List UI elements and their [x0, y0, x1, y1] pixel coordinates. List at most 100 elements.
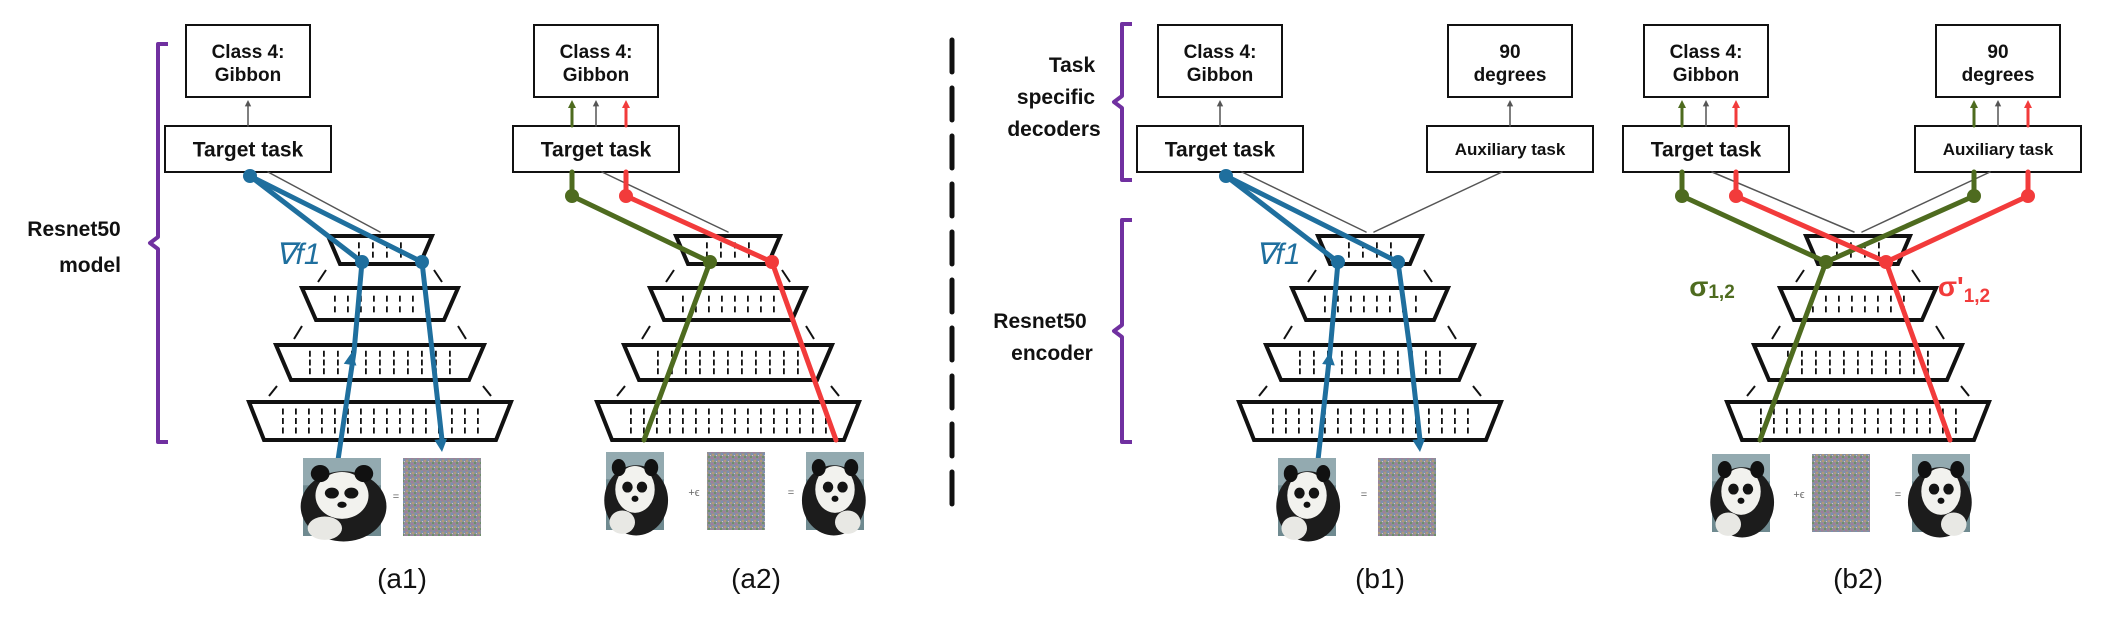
a2-encoder-dot — [734, 418, 736, 424]
a1-gradient-label: ∇f1 — [275, 238, 320, 271]
a1-encoder-dot — [295, 418, 297, 424]
a2-encoder-dot — [695, 427, 697, 434]
a1-encoder-dot — [360, 408, 362, 415]
b2-encoder-dot — [1885, 350, 1887, 357]
resnet-encoder-label-2: encoder — [1011, 342, 1093, 365]
a2-encoder-side-left — [616, 385, 626, 397]
b1-encoder-dot — [1402, 418, 1404, 424]
a1-encoder-dot — [399, 408, 401, 415]
a1-encoder-dot — [282, 408, 284, 415]
a2-encoder-dot — [643, 427, 645, 434]
a1-encoder-dot — [464, 418, 466, 424]
a2-encoder-dot — [669, 427, 671, 434]
b2-encoder-dot — [1929, 427, 1931, 434]
b1-auxiliary-task-box — [1426, 125, 1594, 173]
a2-encoder-dot — [783, 350, 785, 357]
b2-encoder-dot — [1799, 427, 1801, 434]
b2-encoder-dot — [1838, 427, 1840, 434]
a2-encoder-dot — [699, 350, 701, 357]
a2-encoder-dot — [657, 359, 659, 366]
a2-encoder-dot — [682, 418, 684, 424]
resnet-model-label-1: Resnet50 — [27, 218, 120, 241]
a2-target-task-box-label: Target task — [541, 139, 652, 162]
b2-encoder-side-right — [1935, 325, 1945, 340]
a1-encoder — [246, 234, 514, 442]
a2-encoder-dot — [708, 408, 710, 415]
b1-encoder-layer-4 — [1236, 400, 1504, 442]
b1-encoder-dot — [1311, 418, 1313, 424]
b1-encoder-dot — [1311, 427, 1313, 434]
a1-encoder-dot — [399, 295, 401, 302]
b2-encoder-dot — [1864, 427, 1866, 434]
b1-encoder-dot — [1389, 295, 1391, 302]
b2-encoder-dot — [1825, 418, 1827, 424]
resnet-encoder-label-1: Resnet50 — [993, 310, 1086, 333]
b2-encoder-dot — [1890, 295, 1892, 302]
b1-encoder-dot — [1350, 295, 1352, 302]
a1-encoder-dot — [365, 350, 367, 357]
b1-panda-image — [1276, 458, 1341, 542]
a2-encoder-dot — [720, 242, 722, 249]
b1-encoder-dot — [1376, 242, 1378, 249]
b2-red-path-target — [1733, 169, 1953, 443]
b1-encoder-dot — [1425, 359, 1427, 366]
a2-encoder-dot — [786, 427, 788, 434]
a2-encoder-dot — [825, 427, 827, 434]
b1-encoder-dot — [1363, 418, 1365, 424]
b2-red-node-aux — [2021, 189, 2035, 203]
a1-encoder-side-right — [433, 269, 443, 283]
b2-green-node-aux — [1967, 189, 1981, 203]
b2-encoder-dot — [1877, 295, 1879, 302]
b1-encoder-dot — [1428, 427, 1430, 434]
a2-green-node — [703, 255, 717, 269]
b1-encoder-dot — [1397, 359, 1399, 366]
b2-encoder-dot — [1838, 408, 1840, 415]
b1-encoder-dot — [1341, 350, 1343, 357]
b1-encoder-dot — [1355, 368, 1357, 375]
a2-panda-adversarial-image — [801, 452, 866, 536]
b2-encoder-dot — [1812, 427, 1814, 434]
b2-encoder-dot — [1903, 427, 1905, 434]
b2-encoder-dot — [1760, 408, 1762, 415]
a1-encoder-dot — [379, 368, 381, 375]
a1-encoder-dot — [477, 418, 479, 424]
a2-encoder-side-right — [805, 325, 815, 340]
a2-encoder-dot — [708, 427, 710, 434]
a1-panda-image-eye-r — [344, 487, 359, 499]
b2-green-path-target — [1679, 169, 1829, 443]
b1-encoder-dot — [1376, 306, 1378, 313]
b1-encoder-dot — [1390, 242, 1392, 249]
a1-encoder-dot — [373, 295, 375, 302]
a2-encoder-dot — [656, 427, 658, 434]
a2-encoder-dot — [799, 408, 801, 415]
b2-class-box-label-2: Gibbon — [1673, 65, 1739, 86]
b2-caption: (b2) — [1833, 563, 1883, 594]
a2-panda-image-ear-l — [611, 459, 626, 477]
b2-encoder-dot — [1857, 350, 1859, 357]
b2-encoder-dot — [1801, 368, 1803, 375]
a1-node-1 — [355, 255, 369, 269]
a1-encoder-dot — [386, 408, 388, 415]
a1-encoder-dot — [360, 306, 362, 313]
b2-encoder-dot — [1890, 306, 1892, 313]
a1-encoder-dot — [373, 427, 375, 434]
a2-encoder-dot — [747, 295, 749, 302]
b2-encoder-dot — [1927, 359, 1929, 366]
a2-encoder-dot — [755, 368, 757, 375]
b1-class-box — [1157, 24, 1283, 98]
a1-encoder-dot — [386, 418, 388, 424]
a2-panda-adversarial-image-ear-r — [811, 459, 826, 477]
a1-encoder-dot — [334, 408, 336, 415]
b2-sigma-prime-label: σ'1,2 — [1938, 271, 1990, 307]
a2-encoder-dot — [685, 350, 687, 357]
b2-encoder-dot — [1899, 368, 1901, 375]
b2-encoder-dot — [1878, 242, 1880, 249]
b2-encoder-dot — [1760, 418, 1762, 424]
b1-target-task-box — [1136, 125, 1304, 173]
b1-encoder-dot — [1428, 418, 1430, 424]
b2-encoder-dot — [1857, 359, 1859, 366]
a2-encoder-dot — [760, 418, 762, 424]
b1-blue-path-right — [1223, 173, 1423, 443]
a2-panda-image-paw — [609, 510, 635, 534]
a1-encoder-dot — [425, 408, 427, 415]
